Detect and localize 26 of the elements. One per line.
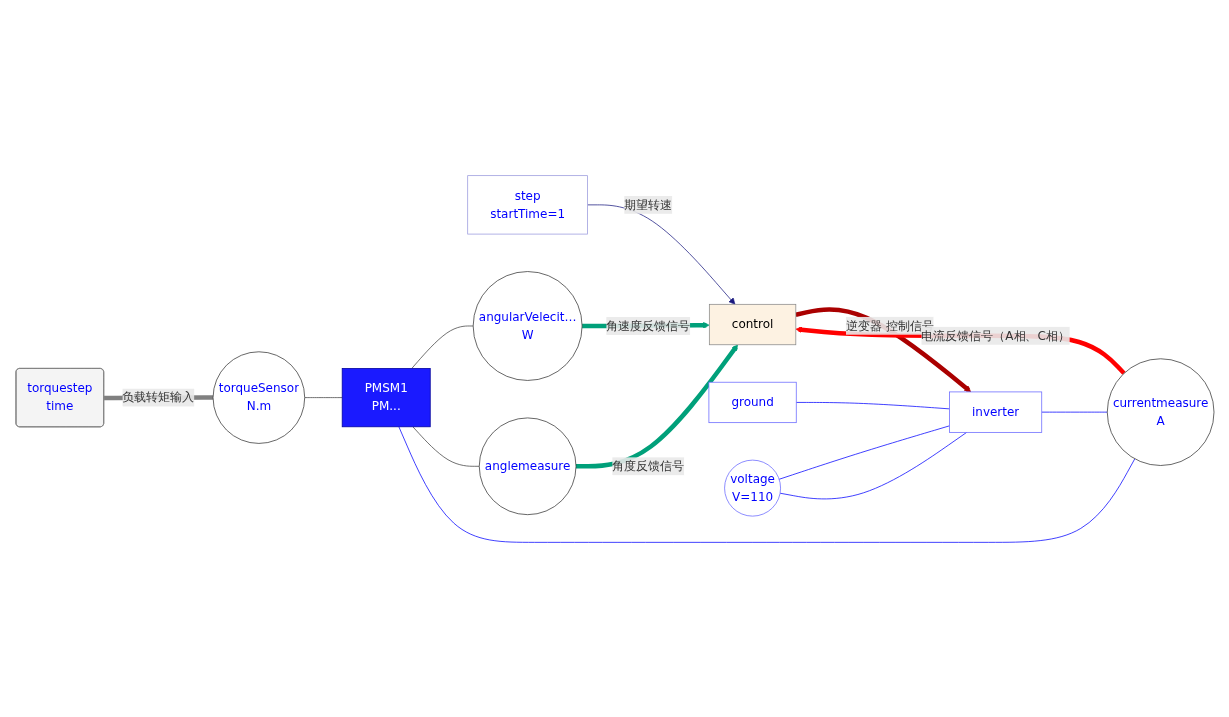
connector: [778, 424, 950, 480]
node-circle: anglemeasure: [478, 417, 576, 515]
edge-label: 逆变器 控制信号: [845, 317, 934, 333]
node-circle: angularVelecit… W: [472, 270, 582, 381]
edge-label: 电流反馈信号（A相、C相）: [920, 327, 1070, 343]
node-circle: voltage V=110: [723, 459, 781, 516]
node-box: ground: [708, 381, 797, 423]
node-circle: currentmeasure A: [1106, 357, 1214, 466]
arrow: [795, 325, 1126, 375]
connector: [795, 401, 950, 409]
edge-label: 负载转矩输入: [121, 389, 194, 404]
edge-label: 期望转速: [623, 196, 672, 212]
node-box: PMSM1 PM...: [341, 367, 431, 427]
edge-label: 角速度反馈信号: [605, 318, 690, 333]
arrow: [794, 306, 971, 392]
connector: [412, 425, 480, 467]
edge-label: 角度反馈信号: [611, 458, 684, 473]
connector: [410, 325, 474, 369]
connector: [779, 431, 967, 499]
node-box: step startTime=1: [466, 174, 588, 234]
connector: [398, 425, 1135, 543]
connector: [303, 396, 343, 398]
node-box: inverter: [948, 391, 1042, 433]
arrow: [575, 343, 738, 469]
node-box: control: [708, 303, 796, 345]
node-circle: torqueSensor N.m: [212, 350, 305, 444]
